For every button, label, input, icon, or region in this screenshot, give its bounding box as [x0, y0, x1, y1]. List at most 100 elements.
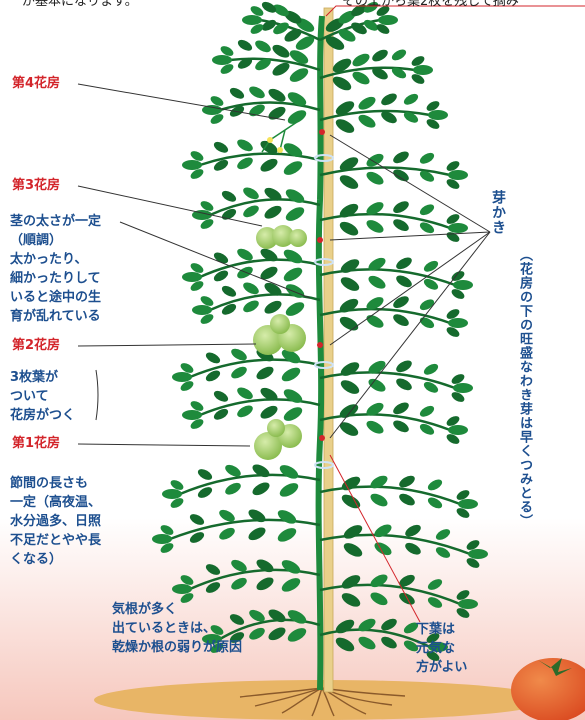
leaf-branch [319, 268, 456, 287]
leaflet [456, 490, 470, 500]
leaflet [358, 618, 376, 632]
leaflet [285, 189, 305, 203]
leaflet [160, 543, 174, 553]
leaflet [249, 627, 265, 640]
leaflet [283, 143, 303, 157]
support-pole [323, 7, 334, 693]
leaflet [289, 50, 309, 64]
leaflet [341, 575, 361, 589]
leaflet [200, 314, 214, 324]
aerial-root-note: 気根が多く 出ているときは、 乾燥か根の弱りが原因 [112, 602, 243, 655]
leaflet [172, 584, 192, 594]
leaflet [287, 110, 307, 124]
leaflet [190, 169, 204, 179]
leaflet [213, 408, 229, 420]
leaflet [231, 577, 247, 590]
leaflet [368, 257, 386, 271]
leaflet [381, 111, 397, 124]
leaflet [393, 402, 409, 415]
leaflet [403, 111, 419, 123]
leaflet [376, 24, 390, 34]
leaflet [210, 96, 224, 106]
leaflet [363, 19, 379, 31]
leaflet [381, 618, 397, 631]
leaflet [200, 296, 214, 306]
leaf-branch [319, 485, 461, 506]
leaflet [368, 360, 386, 374]
leaflet [381, 636, 397, 649]
mekaki-detail: （花房の下の旺盛なわき芽は早くつみとる） [517, 248, 532, 528]
leaflet [197, 487, 213, 498]
leaflet [237, 387, 253, 400]
leaflet [202, 105, 222, 115]
leaf-branch [199, 152, 321, 167]
leaflet [393, 201, 409, 214]
stem-thickness-note: 茎の太さが一定 （順調） 太かったり、 細かったりして いると途中の生 育が乱れ… [10, 214, 102, 324]
leaflet [250, 6, 264, 16]
leaflet [366, 420, 384, 434]
leaflet [237, 57, 253, 69]
leaflet [170, 498, 184, 508]
leaf-branch [319, 307, 451, 325]
leaflet [456, 608, 470, 618]
leaflet [250, 24, 264, 34]
leaflet [352, 71, 370, 85]
leaflet [393, 151, 409, 164]
leaf-branch [319, 533, 471, 556]
leaflet [419, 204, 435, 216]
leaflet [411, 56, 425, 66]
leaflet [287, 92, 307, 106]
leaflet [339, 203, 359, 218]
main-stem [315, 15, 325, 691]
leaflet [205, 352, 221, 364]
leaflet [427, 497, 443, 509]
leaflet [399, 493, 415, 506]
leaflet [366, 402, 384, 416]
leaflet [283, 407, 303, 421]
leaflet [277, 528, 297, 542]
leaflet [243, 187, 259, 200]
leaflet [190, 401, 204, 411]
three-leaf-note: 3枚葉が ついて 花房がつく [10, 370, 76, 423]
leaflet [370, 574, 388, 588]
leaflet [339, 316, 359, 331]
leaflet [243, 282, 259, 295]
leaflet [268, 106, 286, 120]
leaflet [213, 141, 229, 153]
leaflet [446, 434, 460, 444]
leaflet [339, 175, 359, 189]
leaflet [426, 651, 440, 661]
leaf-branch [259, 18, 321, 42]
leaflet [255, 40, 271, 53]
leaflet [448, 425, 468, 435]
leaflet [370, 475, 388, 489]
leaf-branch [209, 198, 321, 217]
leaflet [210, 114, 224, 124]
leaflet [229, 614, 245, 625]
leaflet [426, 101, 440, 111]
leaflet [428, 110, 448, 120]
leaflet [277, 510, 297, 524]
leaflet [378, 15, 398, 25]
leaflet [237, 405, 253, 418]
leaflet [451, 392, 465, 402]
leaflet [451, 271, 465, 281]
leaflet [370, 493, 388, 507]
leaflet [219, 509, 235, 522]
leaflet [287, 628, 307, 642]
leaflet [419, 170, 435, 182]
leaflet [231, 366, 247, 379]
leaflet [419, 222, 435, 234]
leaf-branch [319, 628, 431, 649]
leaf-branch [189, 358, 321, 379]
leaflet [273, 22, 289, 35]
leaflet [256, 559, 274, 573]
fruit-truss-2 [253, 314, 306, 355]
leaflet [260, 158, 278, 172]
leaflet [205, 582, 221, 593]
leaflet [221, 208, 237, 220]
leaflet [396, 360, 412, 373]
truss-1-label: 第1花房 [12, 436, 61, 451]
leaflet [264, 205, 282, 219]
leaflet [248, 509, 266, 523]
